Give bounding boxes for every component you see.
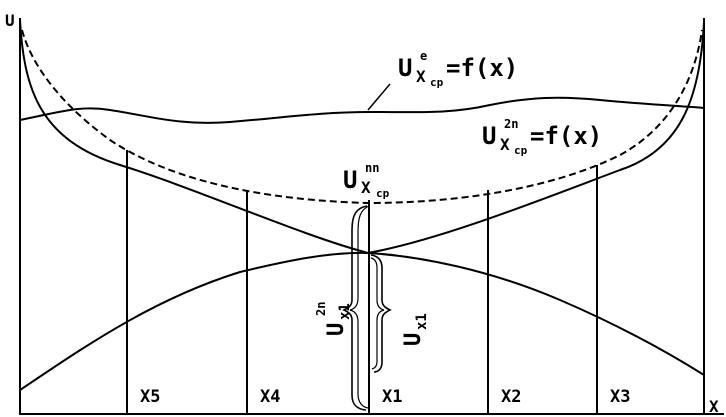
svg-text:e: e — [420, 49, 427, 63]
curve-lower-arch — [19, 251, 705, 391]
segment-label-x1: X1 — [382, 387, 402, 407]
brace-x1 — [370, 254, 392, 373]
svg-text:2n: 2n — [314, 302, 328, 316]
svg-text:cp: cp — [430, 76, 444, 89]
label-curve-e: U e X cp =f(x) — [398, 49, 518, 89]
brace-2n — [342, 205, 368, 411]
svg-text:cp: cp — [514, 144, 528, 157]
svg-text:U: U — [324, 323, 349, 336]
label-ux1-2n: U x1 2n — [314, 302, 353, 336]
svg-text:x1: x1 — [337, 303, 353, 320]
svg-text:=f(x): =f(x) — [530, 122, 602, 150]
svg-text:X: X — [416, 67, 426, 86]
svg-text:x1: x1 — [414, 313, 430, 330]
svg-text:cp: cp — [376, 187, 390, 200]
svg-text:U: U — [398, 54, 412, 82]
label-ux1: U x1 — [401, 313, 430, 346]
brace-x1-outline — [370, 257, 385, 370]
curve-2n — [21, 29, 703, 205]
svg-text:U: U — [482, 122, 496, 150]
curve-e — [19, 96, 705, 124]
svg-text:2n: 2n — [504, 117, 518, 131]
curve-e-pointer — [367, 83, 391, 111]
y-axis-label: U — [5, 11, 15, 30]
segment-label-x3: X3 — [610, 387, 630, 407]
x-axis-label: X — [709, 397, 719, 416]
svg-text:U: U — [343, 166, 357, 194]
segment-label-x4: X4 — [260, 387, 280, 407]
label-curve-2n: U 2n X cp =f(x) — [482, 117, 602, 157]
segment-label-x5: X5 — [140, 387, 160, 407]
label-point-nn: U nn X cp — [343, 161, 390, 200]
svg-text:nn: nn — [365, 161, 379, 175]
svg-text:X: X — [500, 135, 510, 154]
brace-2n-outline — [349, 205, 370, 409]
svg-text:U: U — [401, 333, 426, 346]
svg-text:=f(x): =f(x) — [446, 54, 518, 82]
svg-text:X: X — [361, 178, 371, 197]
segment-label-x2: X2 — [501, 387, 521, 407]
